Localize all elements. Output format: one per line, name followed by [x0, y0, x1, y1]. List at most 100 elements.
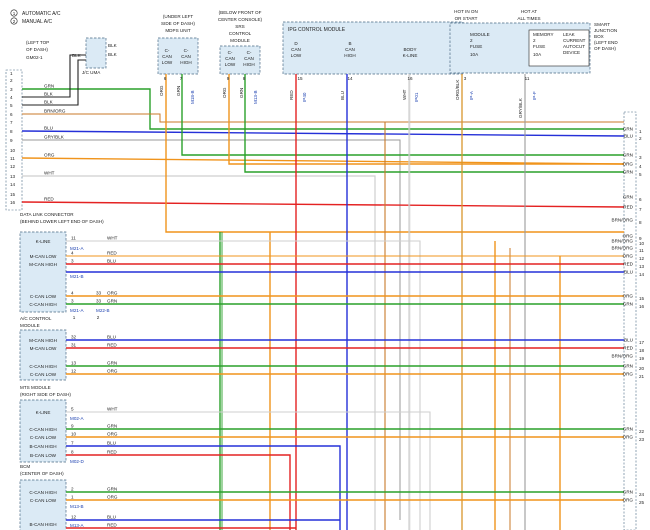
mts-pin-4: B-CAN LOW — [30, 453, 57, 458]
right-pin-num-21: 21 — [639, 374, 645, 379]
legend-num-2: 2 — [13, 19, 16, 24]
fuse-wire-gryblk: GRY/BLK — [518, 97, 523, 118]
sjb-1: SMART — [594, 22, 610, 27]
data-link-connector: DATA LINK CONNECTOR (BEHIND LOWER LEFT E… — [19, 212, 104, 313]
ipg-code-2: IP01 — [414, 92, 419, 102]
hot-all-2: ALL TIMES — [517, 16, 540, 21]
mts-row-num-4: 8 — [71, 450, 74, 455]
right-wire-label-25: ORG — [623, 498, 634, 503]
right-pin-num-16: 16 — [639, 304, 645, 309]
bcm-pin-2: B-CAN HIGH — [29, 522, 56, 527]
left-pin-num-5: 5 — [10, 103, 13, 108]
dlc-code-2: M21-B — [70, 274, 84, 279]
dlc-row-num2-4: 33 — [96, 299, 102, 304]
left-pin-num-14: 14 — [10, 182, 16, 187]
right-pin-num-12: 12 — [639, 256, 645, 261]
wire-red-7 — [21, 201, 625, 208]
ipg-wire-blu: BLU — [340, 91, 345, 100]
jc-uma-wire-1: BLK — [108, 43, 118, 48]
wire-org-4 — [21, 157, 625, 165]
left-pin-num-15: 15 — [10, 192, 16, 197]
ac-row-num-1: 31 — [71, 343, 77, 348]
ipg-wire-wht: WHT — [402, 89, 407, 100]
dlc-code-1: M21-A — [70, 246, 84, 251]
dlc-row-wire-2: BLU — [107, 259, 116, 264]
leak-1: LEAK — [563, 32, 576, 37]
srs-title-4: CONTROL — [229, 31, 252, 36]
left-pin-num-7: 7 — [10, 120, 13, 125]
right-pin-num-6: 6 — [639, 197, 642, 202]
fuse-num-11: 11 — [525, 76, 530, 81]
left-wire-label-8: BLU — [44, 126, 53, 131]
dlc-row-num-1: 4 — [71, 251, 74, 256]
wire-dlc-wht — [66, 240, 421, 530]
bcm-row-num-0: 2 — [71, 487, 74, 492]
right-pin-num-24: 24 — [639, 492, 645, 497]
ipg-box — [282, 21, 464, 75]
ac-pin-2: C-CAN HIGH — [29, 364, 56, 369]
dlc-row-wire-0: WHT — [107, 236, 118, 241]
right-wire-label-17: BLU — [624, 338, 633, 343]
srs-pin-high-b: CAN — [244, 56, 254, 61]
right-pin-num-25: 25 — [639, 500, 645, 505]
bcm-code-1: M13-B — [70, 504, 84, 509]
dlc-title-1: DATA LINK CONNECTOR — [20, 212, 74, 217]
right-wire-label-12: ORG — [623, 254, 634, 259]
right-wire-label-21: ORG — [623, 372, 634, 377]
left-wire-label-11: ORG — [44, 153, 55, 158]
dlc-row-wire-3: ORG — [107, 291, 118, 296]
mts-row-wire-1: GRN — [107, 424, 117, 429]
mdps-title-2: SIDE OF DASH) — [161, 21, 195, 26]
bcm-row-wire-1: ORG — [107, 495, 118, 500]
srs-title-3: SRS — [235, 24, 244, 29]
ipg-pin-3-a: BODY — [403, 47, 416, 52]
wire-mts-wht — [66, 411, 431, 530]
mdps-num-6: 6 — [164, 76, 167, 81]
ipg-num-16: 16 — [407, 76, 413, 81]
left-pin-num-8: 8 — [10, 129, 13, 134]
dlc-box — [19, 231, 67, 313]
sjb-3: BOX — [594, 34, 604, 39]
mdps-title-3: MDPS UNIT — [165, 28, 190, 33]
bcm-code-2: M13-A — [70, 523, 84, 528]
ipg-pin-1-c: LOW — [291, 53, 302, 58]
bcm-title-2: (CENTER OF DASH) — [20, 471, 64, 476]
right-wire-label-8: BRN/ORG — [612, 218, 634, 223]
dlc-pin-0: K-LINE — [36, 239, 51, 244]
ipg-pin-3-b: K-LINE — [403, 53, 418, 58]
mdps-pin-high-a: C- — [184, 48, 189, 53]
left-pin-num-13: 13 — [10, 174, 16, 179]
ac-row-num-0: 32 — [71, 335, 77, 340]
right-wire-label-18: RED — [623, 346, 633, 351]
right-pin-num-8: 8 — [639, 220, 642, 225]
left-pin-num-6: 6 — [10, 112, 13, 117]
bcm-row-num-2: 12 — [71, 515, 77, 520]
bcm-module: BCM (CENTER OF DASH) — [19, 464, 67, 530]
wire-mdps-org — [165, 74, 624, 233]
right-wire-label-6: GRN — [623, 195, 633, 200]
right-pin-num-11: 11 — [639, 248, 644, 253]
right-pin-num-19: 19 — [639, 356, 645, 361]
jc-uma-box — [85, 37, 107, 69]
bcm-row-wire-2: BLU — [107, 515, 116, 520]
mts-pin-0: K-LINE — [36, 410, 51, 415]
right-wire-label-4: ORG — [623, 162, 634, 167]
dlc-title-2: (BEHIND LOWER LEFT END OF DASH) — [20, 219, 104, 224]
ac-row-wire-0: BLU — [107, 335, 116, 340]
right-wire-label-13: RED — [623, 262, 633, 267]
jc-uma: (LEFT TOP OF DASH) GM02-1 J/C UMA BLK BL… — [26, 37, 118, 75]
ac-row-wire-3: ORG — [107, 369, 118, 374]
left-pin-num-2: 2 — [10, 78, 13, 83]
wire-srs-org — [228, 74, 624, 165]
fuse-memory-2: 2 — [533, 38, 536, 43]
mts-row-wire-0: WHT — [107, 407, 118, 412]
right-pin-num-23: 23 — [639, 437, 645, 442]
sjb-5: OF DASH) — [594, 46, 616, 51]
right-pin-num-13: 13 — [639, 264, 645, 269]
mdps-num-7: 7 — [180, 76, 183, 81]
ipg-pin-1-b: CAN — [291, 47, 301, 52]
ac-row-wire-2: GRN — [107, 361, 117, 366]
mts-title-1: MTS MODULE — [20, 385, 51, 390]
ac-row-num-2: 13 — [71, 361, 77, 366]
